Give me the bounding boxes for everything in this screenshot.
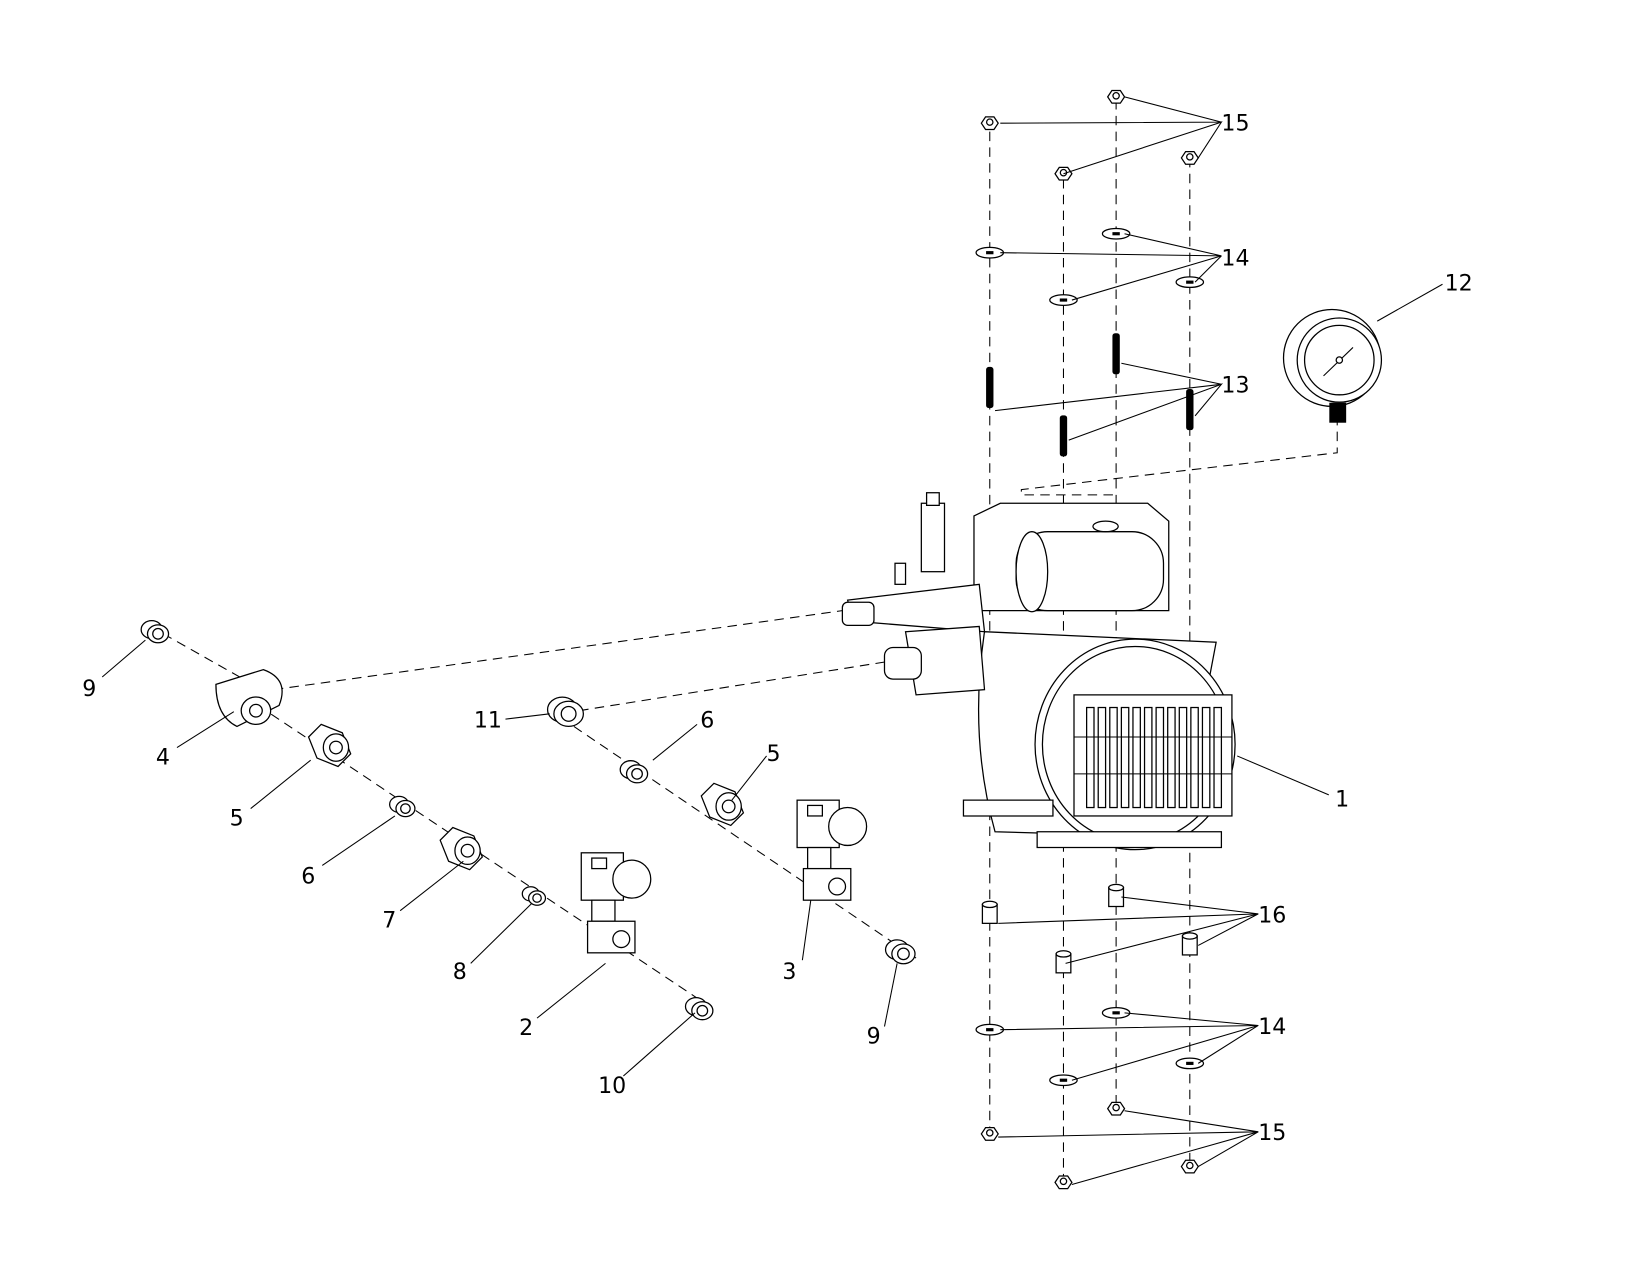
washer bbox=[975, 246, 1005, 259]
fitting-10 bbox=[684, 996, 714, 1021]
pressure-gauge bbox=[1282, 308, 1383, 423]
hex-nut bbox=[1054, 1175, 1073, 1190]
callout-labels: 15 14 12 13 1 16 14 15 9 4 5 6 7 8 2 10 … bbox=[82, 111, 1473, 1147]
hex-spacer bbox=[981, 900, 998, 924]
callout-14-top: 14 bbox=[1221, 245, 1249, 271]
callout-9-left: 9 bbox=[82, 676, 96, 702]
hex-nut bbox=[980, 116, 999, 131]
hex-nut bbox=[1106, 89, 1126, 104]
callout-2: 2 bbox=[519, 1015, 533, 1041]
washer bbox=[975, 1023, 1005, 1036]
callout-6-right: 6 bbox=[700, 708, 714, 734]
washer bbox=[1175, 1057, 1205, 1070]
hex-nut bbox=[1180, 1159, 1199, 1174]
fitting-9 bbox=[140, 620, 170, 644]
hex-nut bbox=[980, 1126, 999, 1141]
fitting-8 bbox=[521, 886, 547, 906]
callout-9-right: 9 bbox=[867, 1023, 881, 1049]
fitting-6 bbox=[389, 795, 416, 818]
callout-1: 1 bbox=[1335, 786, 1349, 812]
callout-13: 13 bbox=[1221, 373, 1249, 399]
threaded-stud bbox=[1186, 389, 1194, 431]
washer bbox=[1101, 227, 1131, 240]
callout-15-top: 15 bbox=[1221, 111, 1249, 137]
fitting-9 bbox=[884, 939, 916, 965]
threaded-stud bbox=[1112, 333, 1120, 375]
callout-4: 4 bbox=[156, 744, 170, 770]
hex-nut bbox=[1106, 1101, 1126, 1116]
threaded-stud bbox=[986, 366, 994, 408]
leader-lines bbox=[101, 96, 1443, 1185]
callout-5-left: 5 bbox=[230, 805, 244, 831]
callout-11: 11 bbox=[474, 708, 502, 734]
threaded-stud bbox=[1059, 415, 1068, 457]
callout-5-right: 5 bbox=[767, 741, 781, 767]
washer bbox=[1175, 276, 1205, 289]
hex-spacer bbox=[1055, 950, 1072, 974]
hex-spacer bbox=[1108, 883, 1125, 908]
washer bbox=[1049, 1074, 1078, 1087]
callout-8: 8 bbox=[453, 959, 467, 985]
hex-nut bbox=[1180, 150, 1199, 165]
hex-bushing-5 bbox=[307, 723, 352, 768]
tee-fitting-4 bbox=[215, 668, 283, 728]
solenoid-valve-2 bbox=[580, 852, 652, 954]
hex-nut bbox=[1054, 166, 1073, 181]
callout-3: 3 bbox=[782, 959, 796, 985]
callout-10: 10 bbox=[598, 1073, 626, 1099]
hex-nut-7 bbox=[439, 826, 484, 871]
hex-spacer bbox=[1181, 932, 1198, 956]
elbow-11 bbox=[546, 696, 585, 727]
callout-15-bottom: 15 bbox=[1258, 1120, 1286, 1146]
solenoid-valve-3 bbox=[796, 799, 868, 901]
callout-14-bottom: 14 bbox=[1258, 1014, 1286, 1040]
parts bbox=[140, 89, 1205, 1190]
callout-16: 16 bbox=[1258, 902, 1286, 928]
callout-12: 12 bbox=[1445, 271, 1473, 297]
motor-pump-unit bbox=[841, 492, 1236, 851]
fitting-6 bbox=[619, 760, 649, 784]
callout-6-left: 6 bbox=[301, 863, 315, 889]
callout-7: 7 bbox=[382, 908, 396, 934]
washer bbox=[1049, 294, 1078, 306]
washer bbox=[1101, 1006, 1131, 1019]
hex-bushing-5 bbox=[700, 782, 745, 827]
